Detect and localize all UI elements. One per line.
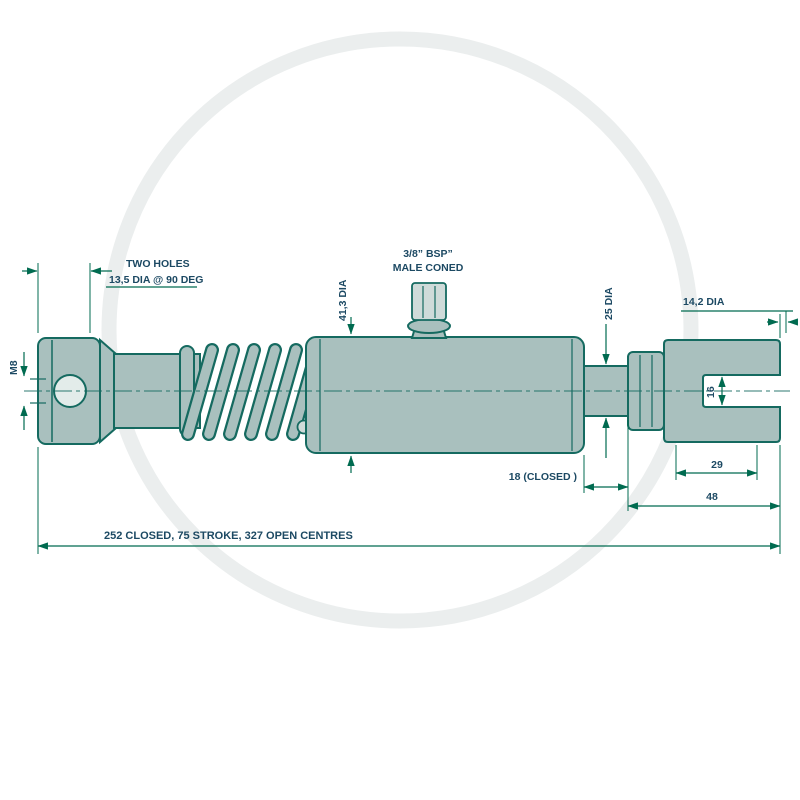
port-fitting <box>407 282 451 339</box>
port-collar <box>407 318 451 334</box>
dim-overall: 252 CLOSED, 75 STROKE, 327 OPEN CENTRES <box>37 447 781 554</box>
label-m8: M8 <box>8 360 20 375</box>
label-41-3-dia: 41,3 DIA <box>337 279 349 321</box>
dim-48: 48 <box>627 420 781 554</box>
port-hex <box>411 282 447 321</box>
label-overall: 252 CLOSED, 75 STROKE, 327 OPEN CENTRES <box>104 530 353 542</box>
watermark-ring <box>101 31 699 629</box>
dim-18-closed: 18 (CLOSED ) <box>509 455 629 493</box>
label-48: 48 <box>706 491 718 503</box>
dim-two-holes: TWO HOLES 13,5 DIA @ 90 DEG <box>22 258 203 333</box>
dim-25-dia: 25 DIA <box>602 287 615 458</box>
dim-14-2-dia: 14,2 DIA <box>681 296 798 338</box>
dim-41-3-dia: 41,3 DIA <box>337 279 355 473</box>
label-18-closed: 18 (CLOSED ) <box>509 471 577 483</box>
cylinder-barrel <box>305 336 585 454</box>
callout-bsp-port: 3/8” BSP” MALE CONED <box>393 248 464 274</box>
cylinder-assembly <box>30 282 781 454</box>
label-14-2-dia: 14,2 DIA <box>683 296 725 308</box>
label-25-dia: 25 DIA <box>603 287 615 320</box>
label-29: 29 <box>711 459 723 471</box>
dim-m8: M8 <box>8 352 28 430</box>
label-two-holes: TWO HOLES <box>126 258 190 270</box>
cylinder-body <box>305 336 585 454</box>
dim-16-slot: 16 <box>705 376 726 406</box>
dim-29: 29 <box>675 445 758 480</box>
clevis-fork <box>663 339 781 443</box>
label-16: 16 <box>705 386 717 398</box>
label-male-coned: MALE CONED <box>393 262 464 274</box>
label-two-holes-size: 13,5 DIA @ 90 DEG <box>109 274 203 286</box>
label-bsp: 3/8” BSP” <box>403 248 453 260</box>
